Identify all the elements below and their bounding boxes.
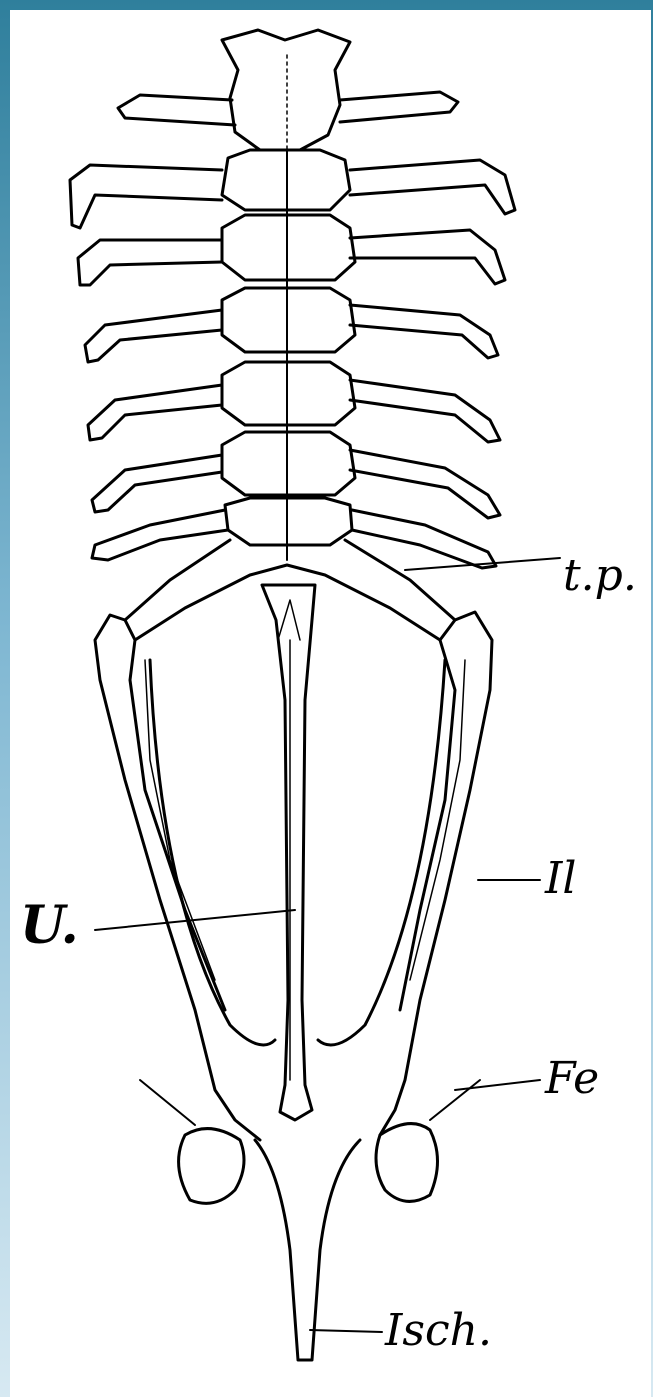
ribs-right	[350, 160, 515, 568]
femur-left	[179, 1129, 244, 1204]
leader-isch	[310, 1330, 382, 1332]
label-fe: Fe	[544, 1053, 599, 1104]
rib-left-1	[118, 95, 235, 125]
uropygium-rod	[262, 585, 315, 1120]
label-tp: t.p.	[563, 550, 637, 601]
label-u: U.	[20, 895, 79, 956]
label-il: Il	[544, 853, 576, 904]
vertebral-column	[222, 150, 355, 560]
pelvic-fenestra-right	[318, 660, 445, 1045]
top-vertebra	[222, 30, 350, 150]
rib-right-1	[340, 92, 458, 122]
ribs-left	[70, 165, 228, 560]
femur-right	[376, 1124, 438, 1202]
transverse-processes	[125, 540, 455, 640]
label-isch: Isch.	[384, 1305, 492, 1356]
leader-fe	[455, 1080, 540, 1090]
ischium	[255, 1140, 360, 1360]
